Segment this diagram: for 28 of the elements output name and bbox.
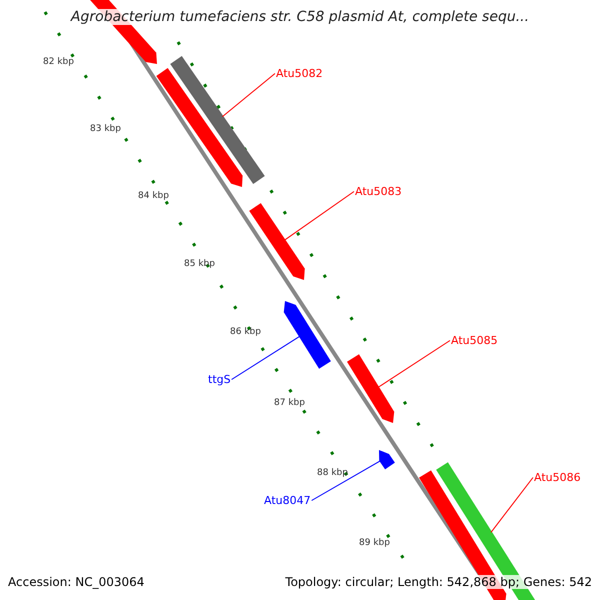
accession-text: Accession: NC_003064 bbox=[8, 575, 144, 589]
leader-line bbox=[284, 191, 354, 241]
axis-tick-label: 82 kbp bbox=[43, 57, 74, 67]
genome-info-text: Topology: circular; Length: 542,868 bp; Genes: 542 bbox=[285, 575, 592, 589]
gene-feature bbox=[284, 301, 331, 369]
gene-label: ttgS bbox=[208, 373, 231, 386]
leader-line bbox=[490, 477, 534, 533]
gene-label: Atu5085 bbox=[451, 334, 498, 347]
axis-tick-label: 89 kbp bbox=[359, 538, 390, 548]
gene-feature bbox=[249, 203, 305, 280]
axis-tick-label: 83 kbp bbox=[90, 124, 121, 134]
gene-feature bbox=[156, 68, 243, 187]
axis-tick-label: 84 kbp bbox=[138, 191, 169, 201]
gene-label: Atu8047 bbox=[264, 494, 311, 507]
gene-label: Atu5082 bbox=[276, 67, 323, 80]
gene-feature bbox=[170, 56, 265, 184]
axis-tick-label: 85 kbp bbox=[184, 259, 215, 269]
axis-tick-label: 87 kbp bbox=[274, 398, 305, 408]
leader-line bbox=[378, 340, 450, 388]
gene-label: Atu5086 bbox=[534, 471, 581, 484]
axis-tick-label: 86 kbp bbox=[230, 327, 261, 337]
gene-feature bbox=[379, 450, 395, 470]
gene-label: Atu5083 bbox=[355, 185, 402, 198]
gene-feature bbox=[347, 354, 394, 423]
leader-line bbox=[231, 336, 300, 380]
axis-tick-label: 88 kbp bbox=[317, 468, 348, 478]
leader-line bbox=[222, 73, 276, 118]
leader-line bbox=[311, 460, 381, 501]
